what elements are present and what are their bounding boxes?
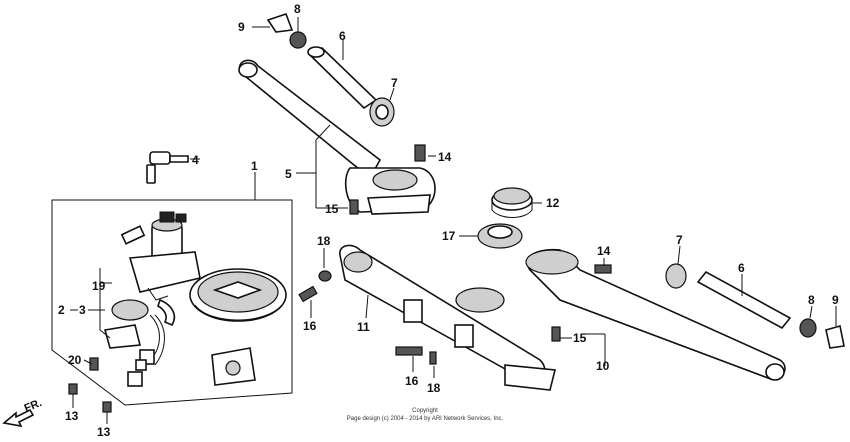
callout-12: 12	[546, 196, 560, 210]
bolt-16-upper[interactable]	[298, 285, 318, 303]
left-grip-bar[interactable]	[307, 46, 378, 110]
bolt-15-upper[interactable]	[349, 199, 359, 215]
clip-left[interactable]	[266, 12, 294, 33]
callout-20: 20	[68, 353, 82, 367]
callout-6-upper: 6	[339, 29, 346, 43]
callout-1: 1	[251, 159, 258, 173]
front-direction-indicator: FR.	[2, 397, 44, 428]
callout-5: 5	[285, 167, 292, 181]
front-direction-label: FR.	[23, 397, 44, 415]
bolt-13-left[interactable]	[68, 383, 78, 402]
callout-6-right: 6	[738, 261, 745, 275]
top-bridge[interactable]	[339, 244, 557, 391]
callout-7-right: 7	[676, 233, 683, 247]
bolt-16-lower[interactable]	[395, 346, 423, 356]
callout-8-upper: 8	[294, 2, 301, 16]
washer-18-upper[interactable]	[318, 270, 332, 282]
callout-9-right: 9	[832, 293, 839, 307]
bolt-14-upper[interactable]	[414, 144, 426, 162]
bolt-14-lower[interactable]	[594, 264, 612, 274]
callout-9-upper: 9	[238, 20, 245, 34]
collar-left[interactable]	[289, 31, 307, 49]
bolt-13-right[interactable]	[102, 401, 112, 420]
callout-16-upper: 16	[303, 319, 317, 333]
callout-18-lower: 18	[427, 381, 441, 395]
collar-right[interactable]	[799, 318, 817, 338]
ignition-key[interactable]	[146, 151, 200, 184]
callout-11: 11	[357, 320, 370, 334]
callout-3: 3	[79, 303, 86, 317]
callout-10: 10	[596, 359, 610, 373]
callout-16-lower: 16	[405, 374, 419, 388]
callout-4: 4	[192, 153, 199, 167]
callout-2: 2	[58, 303, 65, 317]
callout-15-upper: 15	[325, 202, 339, 216]
clip-right[interactable]	[825, 324, 845, 349]
callout-14-lower: 14	[597, 244, 611, 258]
bolt-15-lower[interactable]	[551, 326, 561, 342]
callout-13-left: 13	[65, 409, 79, 423]
leader-lines	[70, 17, 837, 424]
callout-8-right: 8	[808, 293, 815, 307]
bar-end-weight-left[interactable]	[369, 97, 395, 127]
callout-14-upper: 14	[438, 150, 452, 164]
ignition-cover-plate[interactable]	[189, 268, 287, 322]
mounting-bracket[interactable]	[211, 347, 256, 386]
bar-end-weight-right[interactable]	[665, 263, 687, 289]
callout-labels: 1 2 3 4 5 6 6 7 7 8 8 9 9 10 11 12 13 13…	[58, 2, 839, 439]
washer-18-lower[interactable]	[429, 351, 437, 365]
switch-harness[interactable]	[99, 268, 176, 387]
copyright-line-1: Copyright	[412, 408, 438, 414]
stem-nut-17[interactable]	[477, 223, 523, 249]
copyright-line-2: Page design (c) 2004 - 2014 by ARI Netwo…	[347, 416, 504, 422]
bolt-20[interactable]	[89, 357, 99, 371]
callout-13-right: 13	[97, 425, 111, 439]
callout-7-upper: 7	[391, 76, 398, 90]
callout-19: 19	[92, 279, 106, 293]
right-grip-bar[interactable]	[696, 270, 792, 330]
right-handlebar[interactable]	[525, 248, 786, 381]
callout-17: 17	[442, 229, 456, 243]
ignition-switch[interactable]	[120, 211, 201, 301]
front-arrow-icon	[2, 408, 35, 428]
callout-15-lower: 15	[573, 331, 587, 345]
left-handlebar[interactable]	[238, 59, 436, 215]
ignition-group-outline	[51, 172, 293, 406]
stem-cap-12[interactable]	[491, 187, 533, 218]
callout-18-upper: 18	[317, 234, 331, 248]
